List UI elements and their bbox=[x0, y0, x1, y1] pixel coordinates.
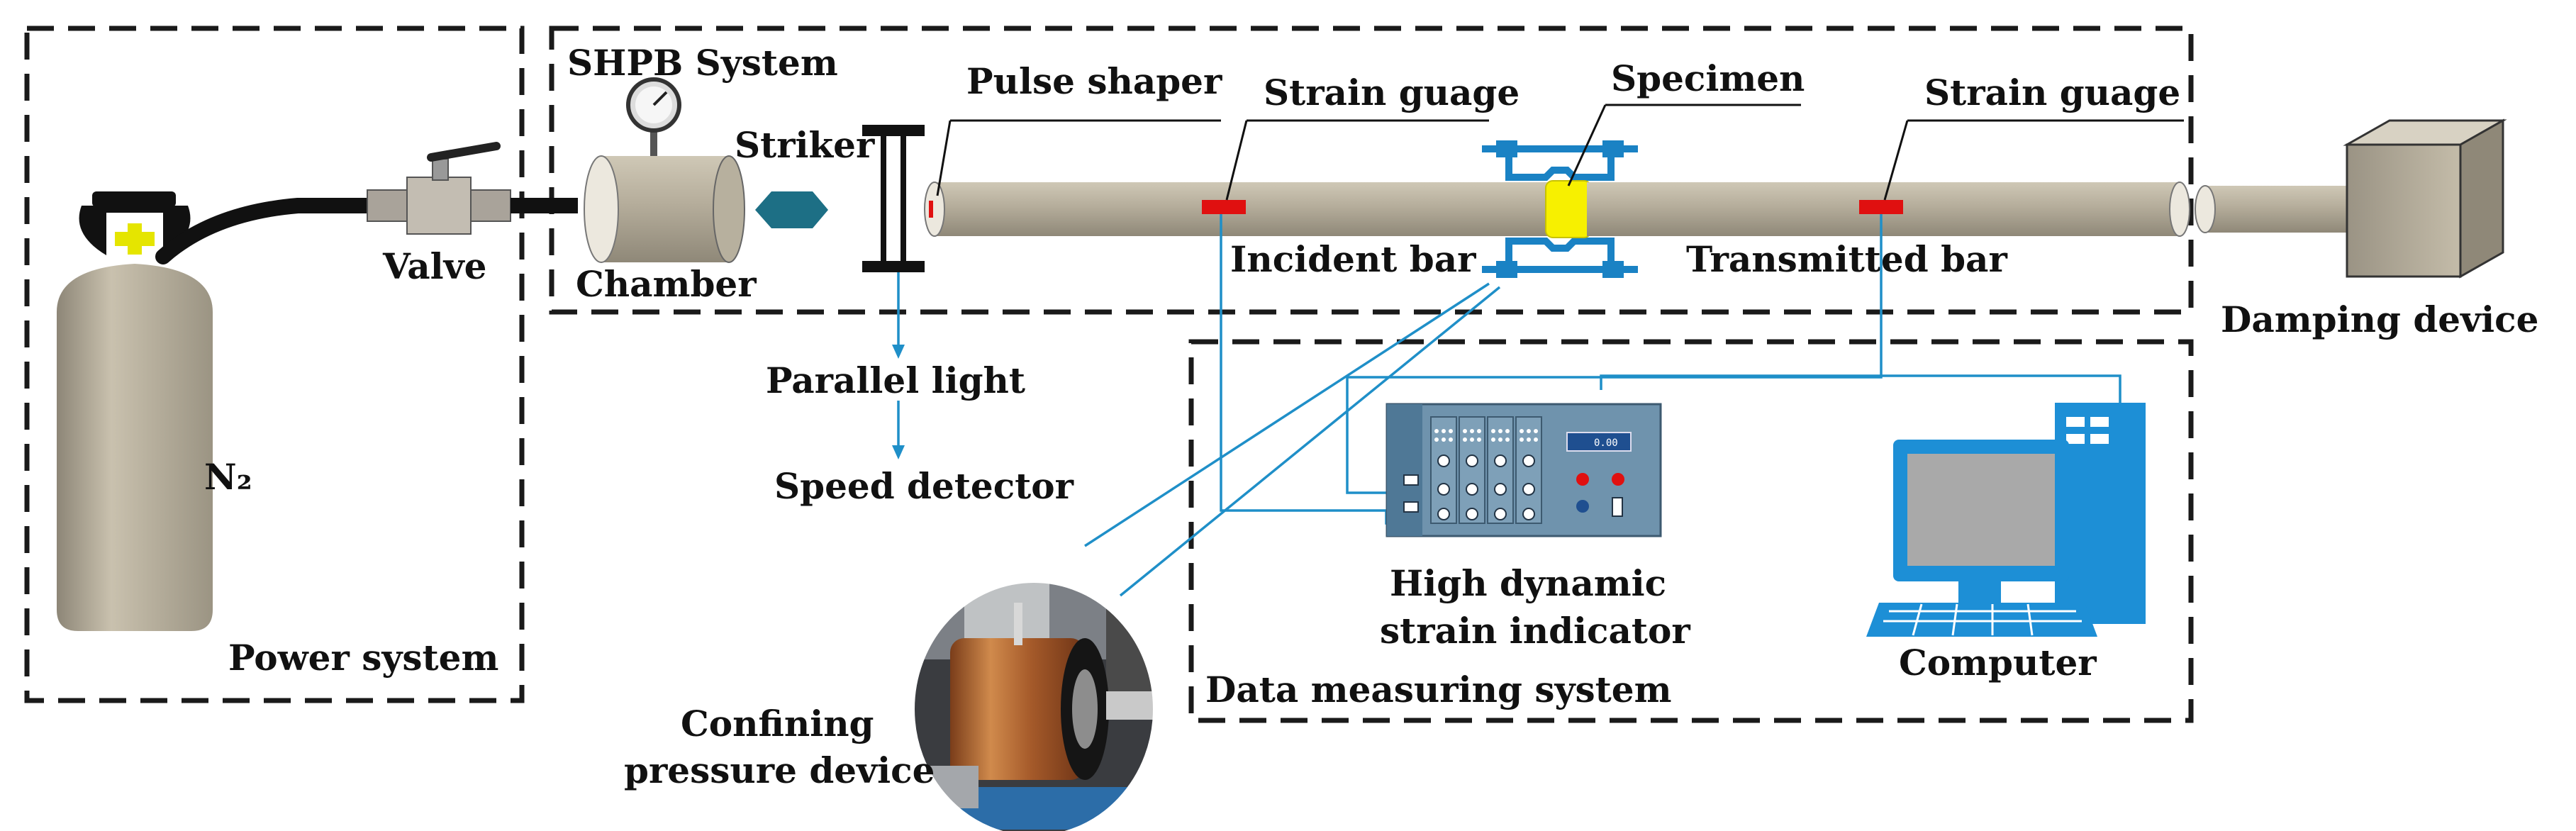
pulse-shaper-mount bbox=[862, 125, 925, 272]
strain-indicator bbox=[1385, 403, 1662, 537]
strain-gauge-right bbox=[1859, 200, 1903, 214]
power-system-box bbox=[24, 26, 525, 703]
specimen-leader-drop bbox=[1567, 104, 1607, 186]
specimen-label: Specimen bbox=[1611, 57, 1805, 99]
light-path bbox=[892, 272, 905, 459]
nitrogen-cylinder bbox=[57, 191, 213, 631]
striker-label: Striker bbox=[735, 124, 875, 166]
confining-photo-border bbox=[912, 580, 1156, 831]
pulse-shaper-label: Pulse shaper bbox=[966, 60, 1222, 102]
strain-indicator-label-line1: High dynamic bbox=[1390, 562, 1666, 604]
valve-label: Valve bbox=[382, 245, 486, 287]
data-measuring-system-label: Data measuring system bbox=[1205, 669, 1672, 710]
transmitted-bar-label: Transmitted bar bbox=[1686, 238, 2007, 280]
strain-gauge-left bbox=[1202, 200, 1246, 214]
incident-bar bbox=[924, 182, 1564, 237]
specimen bbox=[1545, 180, 1592, 238]
striker bbox=[755, 191, 828, 228]
incident-bar-label: Incident bar bbox=[1230, 238, 1476, 280]
speed-detector-label: Speed detector bbox=[774, 465, 1074, 507]
shpb-system-label: SHPB System bbox=[567, 42, 838, 84]
computer-icon bbox=[1866, 403, 2146, 637]
confining-pressure-photo bbox=[913, 581, 1154, 831]
strain-gauge-right-leader-drop bbox=[1883, 120, 1909, 201]
valve bbox=[367, 142, 511, 235]
gas-hose bbox=[155, 198, 377, 264]
computer-label: Computer bbox=[1899, 642, 2097, 684]
indicator-display-text: 0.00 bbox=[1594, 437, 1618, 449]
confining-cell bbox=[1482, 140, 1638, 278]
pressure-gauge-icon bbox=[626, 77, 681, 162]
chamber-label: Chamber bbox=[576, 263, 757, 305]
gas-label: N₂ bbox=[204, 456, 252, 498]
strain-gauge-right-label: Strain guage bbox=[1924, 72, 2180, 113]
parallel-light-label: Parallel light bbox=[766, 359, 1025, 401]
confining-label-line1: Confining bbox=[681, 703, 874, 744]
chamber bbox=[584, 155, 745, 263]
strain-indicator-label-line2: strain indicator bbox=[1380, 610, 1690, 652]
data-measuring-system-box bbox=[1188, 339, 2194, 723]
power-system-label: Power system bbox=[228, 637, 498, 679]
confining-label-line2: pressure device bbox=[624, 749, 935, 791]
pulse-shaper-leader-drop bbox=[936, 120, 952, 196]
shpb-system-box bbox=[549, 26, 2194, 315]
damping-device bbox=[2195, 118, 2507, 279]
strain-gauge-left-leader-drop bbox=[1225, 120, 1248, 201]
strain-gauge-left-label: Strain guage bbox=[1264, 72, 1520, 113]
damping-device-label: Damping device bbox=[2221, 299, 2538, 340]
